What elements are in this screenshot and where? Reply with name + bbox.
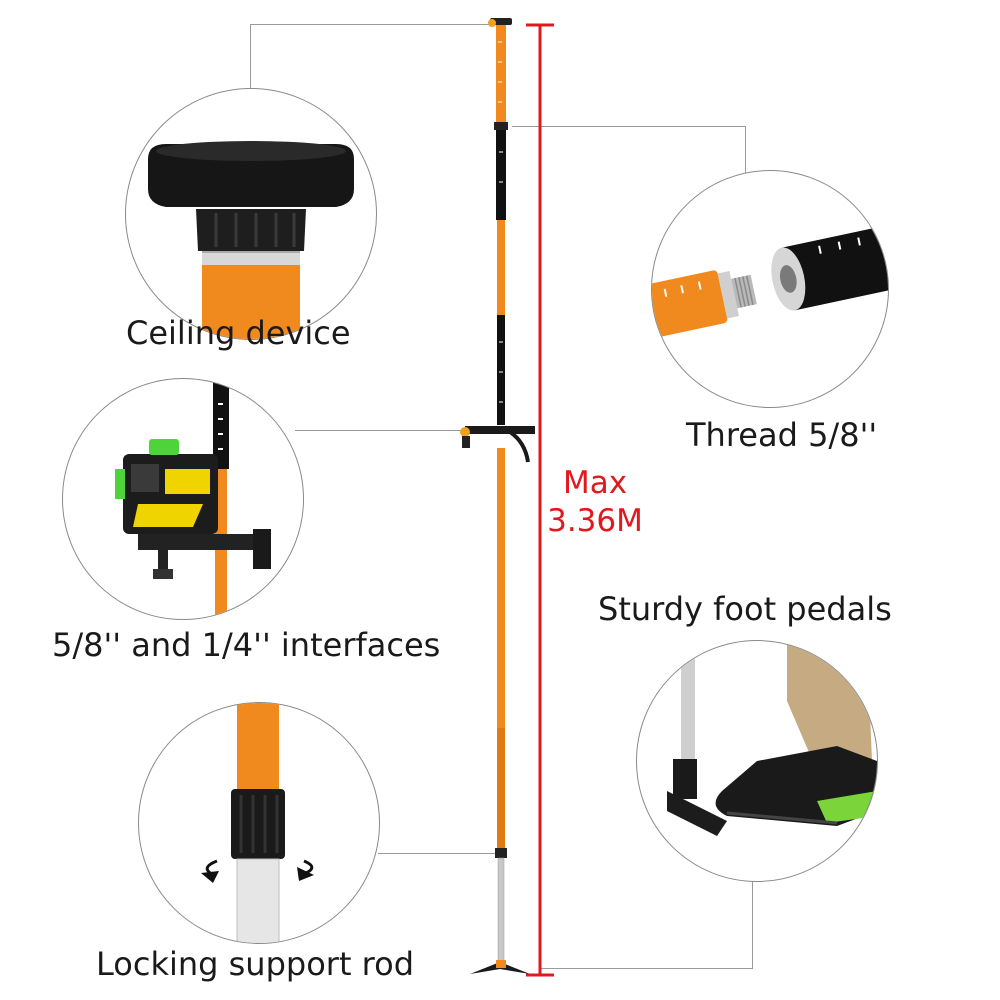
connector-rod-horizontal <box>378 853 496 854</box>
telescopic-pole <box>460 18 535 974</box>
foot-pedal-icon <box>667 641 877 836</box>
foot-pedals-circle <box>636 640 878 882</box>
twist-lock-icon <box>201 703 314 943</box>
connector-ceiling-horizontal <box>250 24 490 25</box>
thread-circle <box>651 170 889 408</box>
laser-level-icon <box>115 379 271 619</box>
max-label-line1: Max <box>562 465 628 501</box>
interfaces-label: 5/8'' and 1/4'' interfaces <box>52 626 441 664</box>
ceiling-device-circle <box>125 88 377 340</box>
max-height-label: Max 3.36M <box>545 464 645 540</box>
connector-thread-vertical <box>745 126 746 174</box>
ceiling-pad-icon <box>148 141 354 339</box>
connector-thread-horizontal <box>512 126 746 127</box>
locking-rod-circle <box>138 702 380 944</box>
thread-label: Thread 5/8'' <box>686 416 878 454</box>
interfaces-circle <box>62 378 304 620</box>
thread-connector-icon <box>652 224 888 339</box>
max-height-dimension-line <box>526 23 554 977</box>
connector-pedals-vertical <box>752 860 753 968</box>
ceiling-device-label: Ceiling device <box>126 314 351 352</box>
connector-interfaces-horizontal <box>295 430 465 431</box>
connector-ceiling-vertical <box>250 24 251 90</box>
locking-rod-label: Locking support rod <box>96 945 414 983</box>
max-label-line2: 3.36M <box>547 503 643 539</box>
foot-pedals-label: Sturdy foot pedals <box>598 590 892 628</box>
connector-pedals-horizontal <box>540 968 753 969</box>
